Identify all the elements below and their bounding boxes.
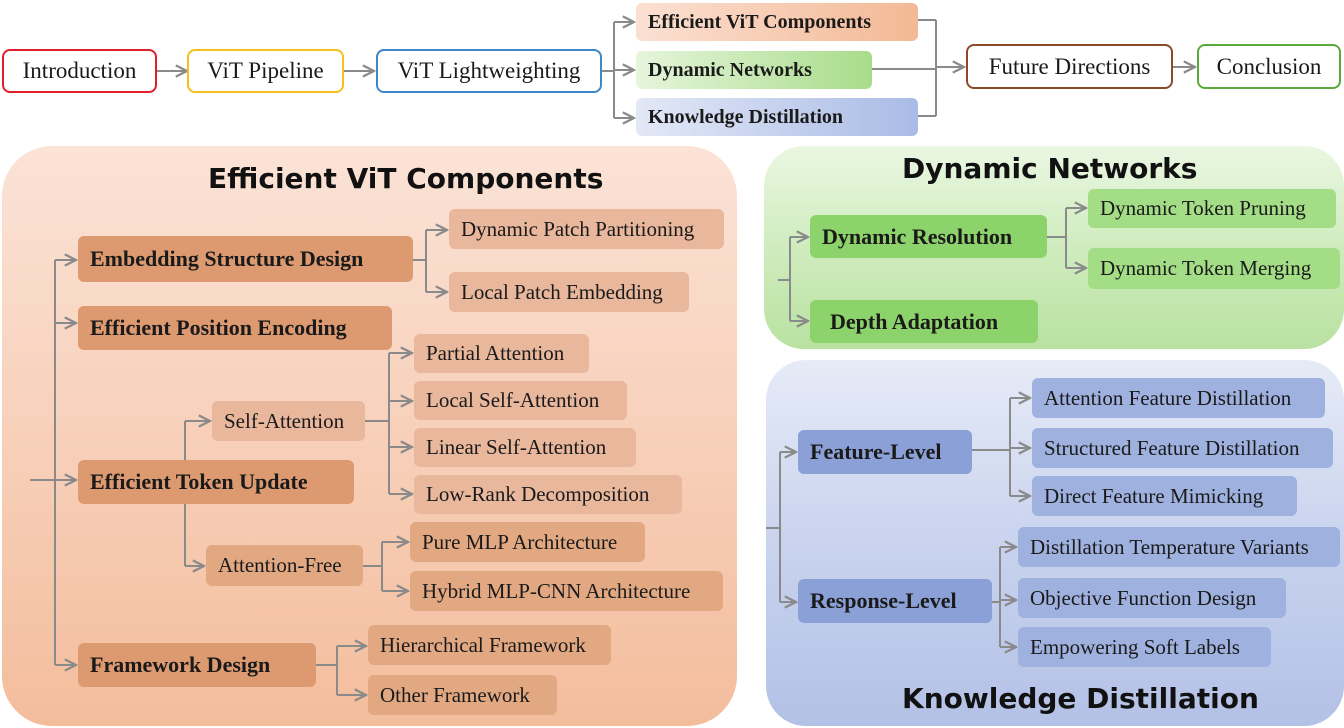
efficient-panel-title: Efficient ViT Components: [208, 162, 604, 195]
local-patch-embedding-node: Local Patch Embedding: [449, 272, 689, 312]
introduction-node: Introduction: [2, 49, 157, 93]
framework-design-node: Framework Design: [78, 643, 316, 687]
dynamic-token-pruning-node: Dynamic Token Pruning: [1088, 189, 1336, 228]
vit-pipeline-node: ViT Pipeline: [187, 49, 344, 93]
direct-feature-mimicking-node: Direct Feature Mimicking: [1032, 476, 1297, 516]
local-self-attention-node: Local Self-Attention: [414, 381, 627, 420]
knowledge-distillation-node: Knowledge Distillation: [636, 98, 918, 136]
other-framework-node: Other Framework: [368, 675, 557, 715]
structured-feature-distillation-node: Structured Feature Distillation: [1032, 428, 1333, 468]
vit-lightweighting-node: ViT Lightweighting: [376, 49, 602, 93]
conclusion-node: Conclusion: [1197, 44, 1341, 89]
feature-level-node: Feature-Level: [798, 430, 972, 474]
embedding-structure-design-node: Embedding Structure Design: [78, 236, 413, 282]
attention-free-node: Attention-Free: [206, 545, 363, 586]
dynamic-panel-title: Dynamic Networks: [902, 152, 1198, 185]
efficient-token-update-node: Efficient Token Update: [78, 460, 354, 504]
empowering-soft-labels-node: Empowering Soft Labels: [1018, 627, 1271, 667]
kd-panel-title: Knowledge Distillation: [902, 682, 1259, 715]
dynamic-networks-node: Dynamic Networks: [636, 51, 872, 89]
efficient-vit-components-node: Efficient ViT Components: [636, 3, 918, 41]
distillation-temperature-variants-node: Distillation Temperature Variants: [1018, 527, 1340, 567]
depth-adaptation-node: Depth Adaptation: [810, 300, 1038, 343]
hybrid-mlp-cnn-architecture-node: Hybrid MLP-CNN Architecture: [410, 571, 723, 611]
future-directions-node: Future Directions: [966, 44, 1173, 89]
self-attention-node: Self-Attention: [212, 401, 365, 441]
dynamic-patch-partitioning-node: Dynamic Patch Partitioning: [449, 209, 724, 249]
pure-mlp-architecture-node: Pure MLP Architecture: [410, 522, 645, 562]
partial-attention-node: Partial Attention: [414, 334, 589, 373]
low-rank-decomposition-node: Low-Rank Decomposition: [414, 475, 682, 514]
hierarchical-framework-node: Hierarchical Framework: [368, 625, 611, 665]
dynamic-token-merging-node: Dynamic Token Merging: [1088, 248, 1340, 289]
linear-self-attention-node: Linear Self-Attention: [414, 428, 636, 467]
dynamic-resolution-node: Dynamic Resolution: [810, 215, 1047, 258]
response-level-node: Response-Level: [798, 579, 992, 623]
efficient-position-encoding-node: Efficient Position Encoding: [78, 306, 392, 350]
objective-function-design-node: Objective Function Design: [1018, 578, 1286, 618]
attention-feature-distillation-node: Attention Feature Distillation: [1032, 378, 1325, 418]
